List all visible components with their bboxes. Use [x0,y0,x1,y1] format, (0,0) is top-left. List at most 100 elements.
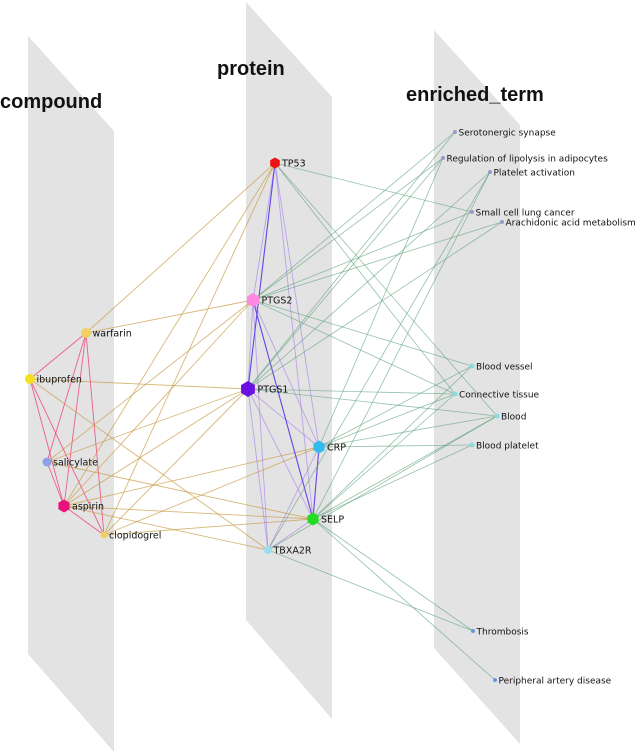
edge-protein-TP53-SELP [274,162,314,520]
label-clopidogrel: clopidogrel [109,531,161,542]
label-salicylate: salicylate [53,458,98,469]
node-serotonergic[interactable] [453,130,457,134]
edge-compound-warfarin-aspirin [63,332,87,507]
edge-compound-protein-clopidogrel-PTGS1 [103,388,249,536]
node-tbxa2r[interactable] [264,546,272,554]
label-tp53: TP53 [281,159,306,170]
node-warfarin[interactable] [81,328,91,338]
label-pad: Peripheral artery disease [499,677,612,687]
nodes [25,130,504,682]
edge-compound-protein-aspirin-PTGS1 [63,388,249,507]
edge-compound-protein-salicylate-PTGS1 [46,388,249,463]
edge-compound-warfarin-ibuprofen [29,332,87,380]
edge-compound-protein-aspirin-PTGS2 [63,299,254,507]
enriched-term-plane [434,30,520,744]
edge-protein-term-SELP-platelet_activation [312,171,491,520]
edge-compound-protein-salicylate-SELP [46,461,314,520]
edge-protein-SELP-TBXA2R [267,518,314,551]
protein-plane [246,2,332,719]
edge-compound-protein-ibuprofen-TBXA2R [29,378,269,551]
label-warfarin: warfarin [93,329,132,340]
node-crp[interactable] [313,440,325,454]
node-thrombosis[interactable] [471,629,475,633]
edge-protein-PTGS2-PTGS1 [247,299,254,390]
label-lipolysis: Regulation of lipolysis in adipocytes [447,155,609,165]
edge-protein-term-CRP-blood [318,415,498,448]
node-ptgs2[interactable] [246,293,260,307]
edge-protein-PTGS1-CRP [247,388,320,448]
label-blood-platelet: Blood platelet [476,442,539,452]
edge-protein-term-PTGS1-arachidonic [247,221,503,390]
edge-compound-protein-clopidogrel-CRP [103,446,320,536]
label-ptgs2: PTGS2 [262,296,293,307]
edge-protein-term-TBXA2R-thrombosis [267,549,474,632]
node-tp53[interactable] [270,157,280,169]
node-arachidonic[interactable] [500,220,504,224]
edge-compound-ibuprofen-clopidogrel [29,378,105,536]
edge-compound-warfarin-salicylate [46,332,87,463]
edge-protein-term-SELP-pad [312,518,496,681]
label-aspirin: aspirin [72,502,104,513]
node-platelet-activation[interactable] [488,170,492,174]
edge-protein-term-SELP-blood_vessel [312,365,473,520]
node-aspirin[interactable] [58,499,70,513]
edge-protein-term-CRP-connective [318,393,456,448]
edge-compound-protein-warfarin-PTGS2 [85,299,254,334]
edge-compound-salicylate-aspirin [46,461,65,507]
label-tbxa2r: TBXA2R [273,546,312,557]
edge-protein-CRP-TBXA2R [267,446,320,551]
edge-protein-strong-TP53-PTGS1 [247,162,276,390]
edge-protein-term-PTGS1-lipolysis [247,157,444,390]
edge-protein-term-SELP-blood [312,415,498,520]
edge-protein-term-PTGS2-small_cell [252,211,473,301]
node-selp[interactable] [307,512,319,526]
node-blood-platelet[interactable] [469,442,475,448]
label-crp: CRP [327,443,346,454]
node-clopidogrel[interactable] [100,531,108,539]
edge-compound-warfarin-clopidogrel [85,332,105,536]
edge-protein-term-TBXA2R-blood [267,415,498,551]
node-connective[interactable] [452,391,458,397]
node-ibuprofen[interactable] [25,374,35,384]
edge-compound-protein-clopidogrel-SELP [103,518,314,536]
edge-compound-protein-aspirin-TBXA2R [63,505,269,551]
label-arachidonic: Arachidonic acid metabolism [506,219,636,229]
edge-protein-term-CRP-blood_vessel [318,365,473,448]
label-platelet-activation: Platelet activation [494,169,576,179]
edge-compound-protein-salicylate-PTGS2 [46,299,254,463]
edge-compound-protein-aspirin-TP53 [63,162,276,507]
edge-protein-term-PTGS2-connective [252,299,456,395]
edge-protein-term-TP53-connective [274,162,456,395]
layer-title-compound: compound [0,91,102,113]
edge-protein-PTGS1-SELP [247,388,314,520]
edge-protein-term-PTGS2-lipolysis [252,157,444,301]
node-blood[interactable] [494,413,500,419]
edge-protein-term-CRP-lipolysis [318,157,444,448]
edge-compound-protein-aspirin-CRP [63,446,320,507]
node-lipolysis[interactable] [441,156,445,160]
node-pad[interactable] [493,678,497,682]
edge-protein-term-SELP-connective [312,393,456,520]
edge-protein-strong-CRP-SELP [312,446,320,520]
node-salicylate[interactable] [42,457,52,467]
edges [29,131,503,681]
edge-compound-ibuprofen-aspirin [29,378,65,507]
edge-protein-strong-PTGS2-SELP [252,299,314,520]
layer-title-enriched-term: enriched_term [406,84,544,106]
edge-protein-PTGS2-CRP [252,299,320,448]
layer-title-protein: protein [217,58,285,80]
label-thrombosis: Thrombosis [476,628,529,638]
node-small-cell[interactable] [470,210,474,214]
node-blood-vessel[interactable] [469,363,475,369]
label-connective: Connective tissue [459,391,540,401]
label-selp: SELP [321,515,344,526]
edge-protein-term-PTGS2-arachidonic [252,221,503,301]
label-serotonergic: Serotonergic synapse [459,129,557,139]
label-ibuprofen: ibuprofen [37,375,82,386]
edge-protein-term-SELP-blood_platelet [312,444,473,520]
node-ptgs1[interactable] [241,381,255,397]
edge-compound-protein-warfarin-TP53 [85,162,276,334]
edge-protein-TP53-CRP [274,162,320,448]
label-ptgs1: PTGS1 [258,385,289,396]
